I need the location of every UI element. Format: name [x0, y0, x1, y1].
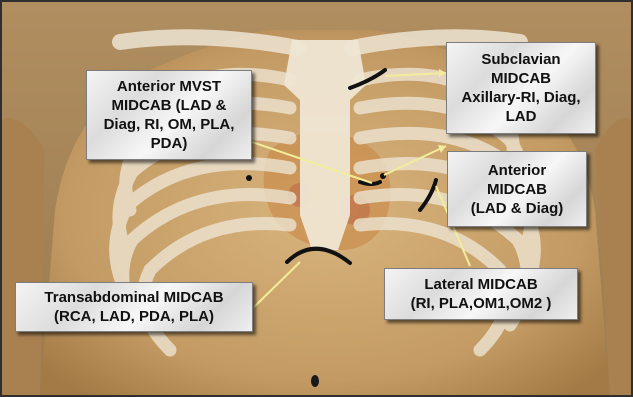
label-line: Anterior MVST — [117, 77, 221, 96]
label-line: MIDCAB (LAD & — [112, 96, 227, 115]
label-transabdominal-midcab: Transabdominal MIDCAB (RCA, LAD, PDA, PL… — [15, 282, 253, 332]
label-lateral-midcab: Lateral MIDCAB (RI, PLA,OM1,OM2 ) — [384, 268, 578, 320]
label-line: Subclavian — [481, 50, 560, 69]
left-arm — [0, 118, 45, 397]
label-anterior-midcab: Anterior MIDCAB (LAD & Diag) — [447, 151, 587, 227]
label-subclavian-midcab: Subclavian MIDCAB Axillary-RI, Diag, LAD — [446, 42, 596, 134]
label-line: Lateral MIDCAB — [424, 275, 537, 294]
navel — [311, 375, 319, 387]
label-line: Diag, RI, OM, PLA, — [104, 115, 235, 134]
label-line: (RCA, LAD, PDA, PLA) — [54, 307, 214, 326]
marker-dot — [246, 175, 252, 181]
label-line: MIDCAB — [491, 69, 551, 88]
label-line: LAD — [506, 107, 537, 126]
label-line: (RI, PLA,OM1,OM2 ) — [411, 294, 552, 313]
label-line: (LAD & Diag) — [471, 199, 564, 218]
label-line: Transabdominal MIDCAB — [44, 288, 223, 307]
label-line: Anterior — [488, 161, 546, 180]
label-line: Axillary-RI, Diag, — [461, 88, 580, 107]
label-line: PDA) — [151, 134, 188, 153]
label-anterior-mvst-midcab: Anterior MVST MIDCAB (LAD & Diag, RI, OM… — [86, 70, 252, 160]
label-line: MIDCAB — [487, 180, 547, 199]
